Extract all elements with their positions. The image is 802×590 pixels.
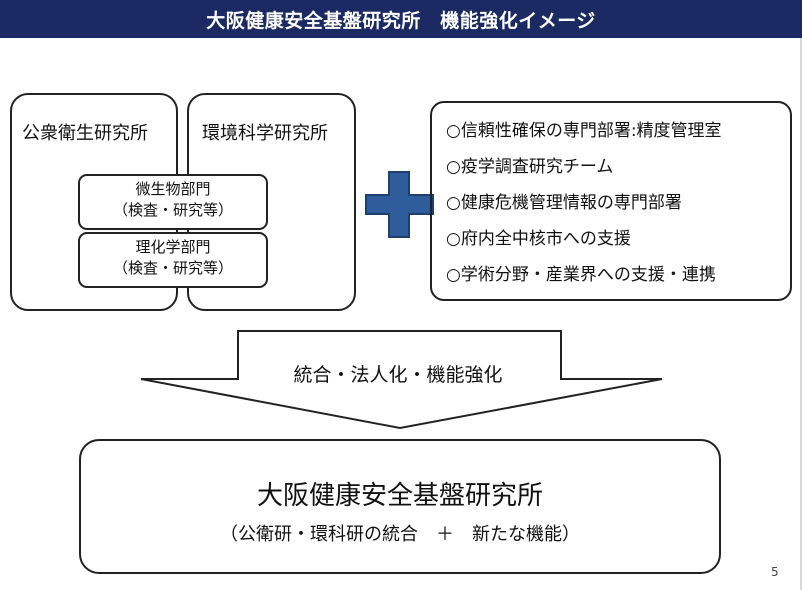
department-name: 理化学部門 xyxy=(135,238,211,256)
department-physicochemical: 理化学部門 （検査・研究等） xyxy=(78,232,268,288)
department-name: 微生物部門 xyxy=(135,180,211,198)
slide-edge xyxy=(800,38,802,590)
function-item: ○府内全中核市への支援 xyxy=(446,229,631,249)
department-note: （検査・研究等） xyxy=(112,259,233,277)
department-microbiology: 微生物部門 （検査・研究等） xyxy=(78,174,268,230)
function-item: ○信頼性確保の専門部署:精度管理室 xyxy=(446,121,722,141)
result-title: 大阪健康安全基盤研究所 xyxy=(256,481,543,511)
function-item: ○学術分野・産業界への支援・連携 xyxy=(446,265,716,285)
result-box: 大阪健康安全基盤研究所 （公衛研・環科研の統合 ＋ 新たな機能） xyxy=(79,439,721,574)
page-number: 5 xyxy=(771,565,779,579)
slide-title: 大阪健康安全基盤研究所 機能強化イメージ xyxy=(0,0,802,38)
department-note: （検査・研究等） xyxy=(112,201,233,219)
institute-label-public-health: 公衆衛生研究所 xyxy=(22,123,148,144)
function-item: ○疫学調査研究チーム xyxy=(446,157,614,177)
new-functions-box: ○信頼性確保の専門部署:精度管理室 ○疫学調査研究チーム ○健康危機管理情報の専… xyxy=(430,101,792,301)
function-item: ○健康危機管理情報の専門部署 xyxy=(446,193,682,213)
plus-icon xyxy=(365,171,434,238)
result-subtitle: （公衛研・環科研の統合 ＋ 新たな機能） xyxy=(220,524,580,545)
arrow-label: 統合・法人化・機能強化 xyxy=(293,364,503,386)
institute-label-environmental: 環境科学研究所 xyxy=(202,123,328,144)
